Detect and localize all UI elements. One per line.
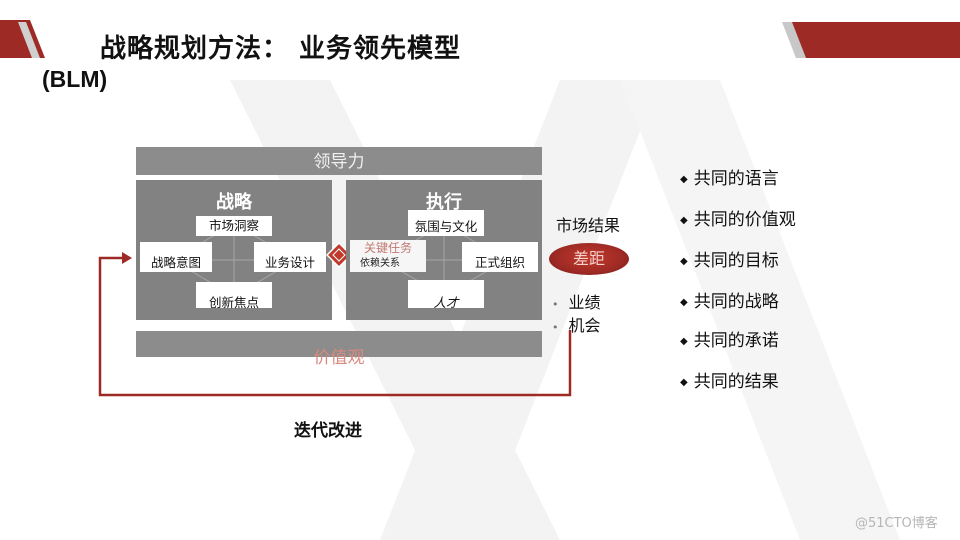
key-tasks-label: 关键任务 — [363, 241, 412, 255]
common-text: 共同的承诺 — [693, 331, 779, 351]
strategy-panel: 战略 市场洞察 战略意图 业务设计 创新焦点 — [136, 180, 332, 320]
common-text: 共同的战略 — [693, 292, 779, 312]
common-item: ◆ 共同的语言 — [680, 164, 779, 189]
page-subtitle: (BLM) — [42, 66, 108, 92]
common-item: ◆ 共同的价值观 — [680, 205, 796, 230]
values-bar: 价值观 — [136, 331, 542, 368]
result-item-opportunity: • 机会 — [552, 312, 601, 336]
talent-box: 人才 — [408, 280, 484, 310]
key-tasks-box: 关键任务 依赖关系 — [350, 240, 426, 272]
header-stripe-right — [790, 22, 960, 58]
formal-org-box: 正式组织 — [462, 242, 538, 272]
common-text: 共同的价值观 — [693, 210, 796, 230]
iteration-label: 迭代改进 — [294, 421, 362, 441]
market-insight-box: 市场洞察 — [196, 216, 272, 236]
result-item-performance: • 业绩 — [552, 289, 601, 313]
diamond-bullet-icon: ◆ — [680, 336, 688, 347]
diamond-bullet-icon: ◆ — [680, 256, 688, 267]
execution-title: 执行 — [426, 192, 462, 213]
common-text: 共同的目标 — [693, 251, 779, 271]
bullet-dot-icon: • — [552, 321, 559, 334]
strategic-intent-box: 战略意图 — [140, 242, 212, 272]
watermark: @51CTO博客 — [855, 516, 938, 531]
bullet-dot-icon: • — [552, 298, 559, 311]
page-title: 战略规划方法： 业务领先模型 — [100, 34, 462, 64]
diamond-bullet-icon: ◆ — [680, 174, 688, 185]
diamond-bullet-icon: ◆ — [680, 377, 688, 388]
market-results-label: 市场结果 — [556, 216, 621, 235]
leadership-bar: 领导力 — [136, 147, 542, 175]
execution-panel: 执行 氛围与文化 关键任务 依赖关系 正式组织 人才 — [346, 180, 542, 320]
common-item: ◆ 共同的结果 — [680, 367, 779, 392]
common-item: ◆ 共同的承诺 — [680, 326, 779, 351]
strategy-title: 战略 — [216, 192, 252, 213]
gap-ellipse: 差距 — [549, 243, 629, 275]
values-label: 价值观 — [313, 348, 365, 368]
common-item: ◆ 共同的目标 — [680, 246, 779, 271]
business-design-box: 业务设计 — [254, 242, 326, 272]
common-text: 共同的结果 — [693, 372, 779, 392]
dependencies-label: 依赖关系 — [360, 258, 400, 269]
result-text: 业绩 — [568, 293, 601, 312]
common-item: ◆ 共同的战略 — [680, 287, 779, 312]
common-text: 共同的语言 — [693, 169, 779, 189]
diamond-bullet-icon: ◆ — [680, 297, 688, 308]
innovation-focus-box: 创新焦点 — [196, 282, 272, 310]
diamond-bullet-icon: ◆ — [680, 215, 688, 226]
result-text: 机会 — [568, 316, 601, 335]
climate-culture-box: 氛围与文化 — [408, 210, 484, 236]
